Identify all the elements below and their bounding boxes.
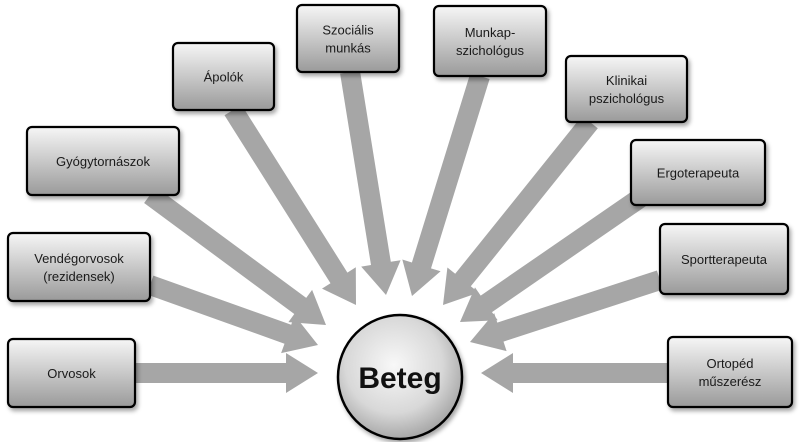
node-orvosok: Orvosok	[6, 337, 137, 409]
arrow-szocialis-munkas	[340, 70, 401, 296]
boxes-layer: Orvosok Vendégorvosok (rezidensek) Gyógytor…	[6, 3, 794, 409]
node-munkapszichologus: Munkap-szichológus	[432, 4, 548, 78]
node-box-vendegorvosok	[6, 231, 152, 303]
arrow-gyogytornaszok	[144, 187, 326, 325]
node-box-klinikai-pszichologus	[564, 54, 689, 124]
node-label-orvosok-line-0: Orvosok	[47, 366, 96, 381]
node-box-sportterapeuta	[658, 222, 790, 296]
arrow-orvosok	[135, 353, 318, 393]
node-box-apolok	[171, 41, 276, 112]
node-box-gyogytornaszok	[25, 125, 181, 197]
node-label-ergoterapeuta-line-0: Ergoterapeuta	[657, 166, 740, 181]
center-node: Beteg	[336, 313, 464, 441]
arrows-layer	[135, 70, 668, 393]
node-label-szocialis-munkas-line-1: munkás	[325, 41, 371, 56]
node-label-gyogytornaszok-line-0: Gyógytornászok	[56, 154, 150, 169]
arrow-apolok	[224, 104, 356, 305]
node-ortoped-muszeresz: Ortopéd műszerész	[666, 335, 794, 409]
arrow-munkapszichologus	[402, 73, 490, 296]
node-klinikai-pszichologus: Klinikai pszichológus	[564, 54, 689, 124]
node-label-klinikai-pszichologus-line-1: pszichológus	[589, 91, 665, 106]
node-label-apolok-line-0: Ápolók	[204, 70, 244, 85]
node-ergoterapeuta: Ergoterapeuta	[629, 138, 767, 207]
node-apolok: Ápolók	[171, 41, 276, 112]
node-box-ergoterapeuta	[629, 138, 767, 207]
arrow-ergoterapeuta	[460, 189, 646, 322]
node-szocialis-munkas: Szociális munkás	[295, 3, 401, 74]
node-label-vendegorvosok-line-1: (rezidensek)	[43, 269, 115, 284]
node-label-vendegorvosok-line-0: Vendégorvosok	[34, 251, 124, 266]
node-label-munkapszichologus-line-0: Munkap-	[465, 25, 516, 40]
node-label-ortoped-muszeresz-line-0: Ortopéd	[707, 356, 754, 371]
node-box-ortoped-muszeresz	[666, 335, 794, 409]
node-label-klinikai-pszichologus-line-0: Klinikai	[606, 73, 647, 88]
node-box-munkapszichologus	[432, 4, 548, 78]
arrow-vendegorvosok	[146, 275, 318, 354]
node-gyogytornaszok: Gyógytornászok	[25, 125, 181, 197]
node-box-szocialis-munkas	[295, 3, 401, 74]
center-label: Beteg	[358, 362, 441, 395]
node-sportterapeuta: Sportterapeuta	[658, 222, 790, 296]
node-box-orvosok	[6, 337, 137, 409]
arrow-ortoped-muszeresz	[481, 353, 668, 393]
center-circle	[336, 313, 464, 441]
arrow-klinikai-pszichologus	[443, 115, 598, 305]
node-label-sportterapeuta-line-0: Sportterapeuta	[681, 252, 768, 267]
node-label-munkapszichologus-line-1: szichológus	[456, 43, 524, 58]
node-label-ortoped-muszeresz-line-1: műszerész	[699, 374, 762, 389]
node-vendegorvosok: Vendégorvosok (rezidensek)	[6, 231, 152, 303]
node-label-szocialis-munkas-line-0: Szociális	[322, 23, 374, 38]
arrow-sportterapeuta	[470, 270, 664, 352]
